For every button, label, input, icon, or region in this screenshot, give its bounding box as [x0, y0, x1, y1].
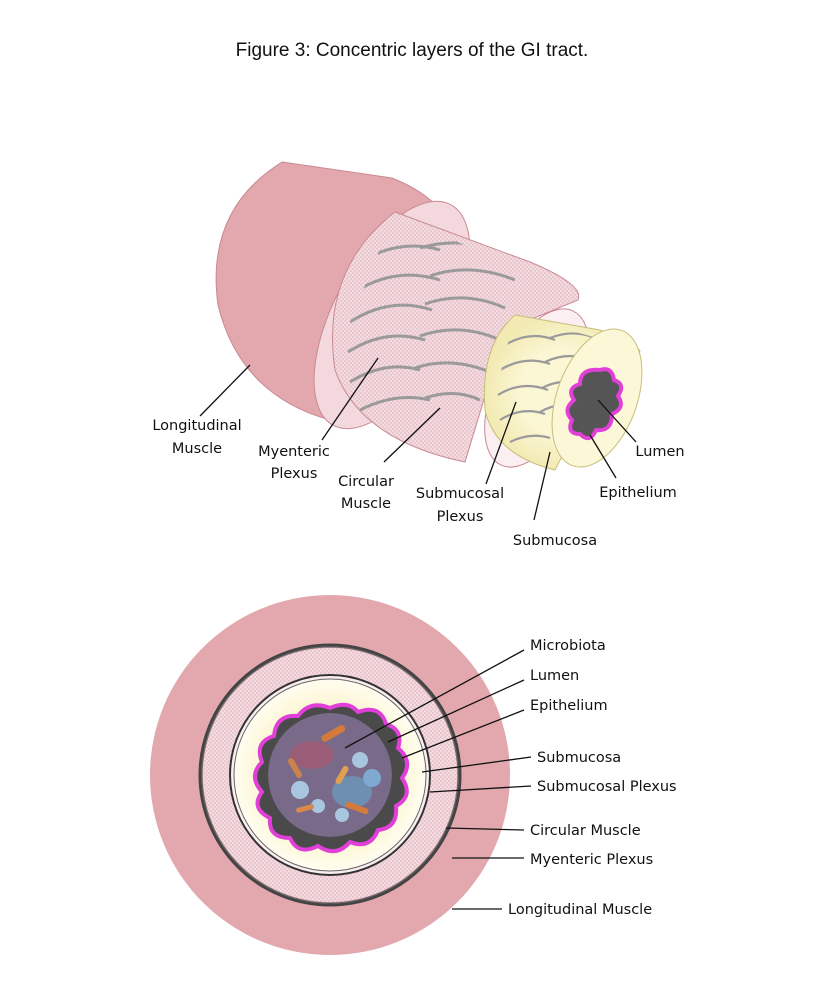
label-submucosal-plexus-1: Submucosal [416, 486, 504, 502]
label-myenteric-plexus-1: Myenteric [258, 444, 330, 460]
label-microbiota: Microbiota [530, 638, 606, 654]
label-submucosa: Submucosa [513, 533, 597, 549]
figure-title: Figure 3: Concentric layers of the GI tr… [235, 40, 589, 61]
leader-submucosa-cross [421, 756, 532, 773]
leader-circular [383, 407, 441, 463]
leader-epithelium-cross [401, 709, 525, 759]
label-epithelium-cross: Epithelium [530, 698, 608, 714]
label-epithelium-tube: Epithelium [599, 485, 677, 501]
cross-section-illustration [150, 595, 510, 955]
tube-myenteric-plexus [347, 241, 516, 412]
label-longitudinal-muscle-1: Longitudinal [152, 418, 241, 434]
label-myenteric-plexus-cross: Myenteric Plexus [530, 852, 653, 868]
leader-circular-muscle-cross [445, 827, 525, 831]
label-longitudinal-muscle-cross: Longitudinal Muscle [508, 902, 652, 918]
tube-labels: Longitudinal Muscle Myenteric Plexus Cir… [152, 357, 685, 549]
label-submucosal-plexus-2: Plexus [437, 509, 484, 525]
cross-labels: Microbiota Lumen Epithelium Submucosa Su… [344, 638, 677, 918]
leader-submucosa [533, 451, 551, 521]
cross-myenteric-plexus [198, 643, 462, 907]
label-circular-muscle-cross: Circular Muscle [530, 823, 641, 839]
label-submucosal-plexus-cross: Submucosal Plexus [537, 779, 677, 795]
leader-longitudinal [199, 364, 251, 417]
leader-myenteric [321, 357, 379, 441]
label-submucosa-cross: Submucosa [537, 750, 621, 766]
leader-submucosal-plexus [485, 401, 517, 485]
leader-lumen-cross [387, 679, 525, 743]
label-circular-muscle-2: Muscle [341, 496, 391, 512]
tube-submucosal-plexus [497, 332, 601, 443]
leader-microbiota [344, 649, 525, 749]
tube-epithelium [565, 367, 624, 441]
cross-myenteric-inner-line [201, 646, 459, 904]
label-circular-muscle-1: Circular [338, 474, 394, 490]
leader-lumen-tube [597, 399, 637, 443]
leader-submucosal-plexus-cross [429, 785, 532, 793]
gi-tube-illustration [215, 161, 643, 471]
label-lumen-cross: Lumen [530, 668, 579, 684]
cross-microbiota [268, 713, 392, 837]
label-lumen-tube: Lumen [635, 444, 684, 460]
leader-epithelium-tube [589, 434, 617, 479]
label-myenteric-plexus-2: Plexus [271, 466, 318, 482]
label-longitudinal-muscle-2: Muscle [172, 441, 222, 457]
